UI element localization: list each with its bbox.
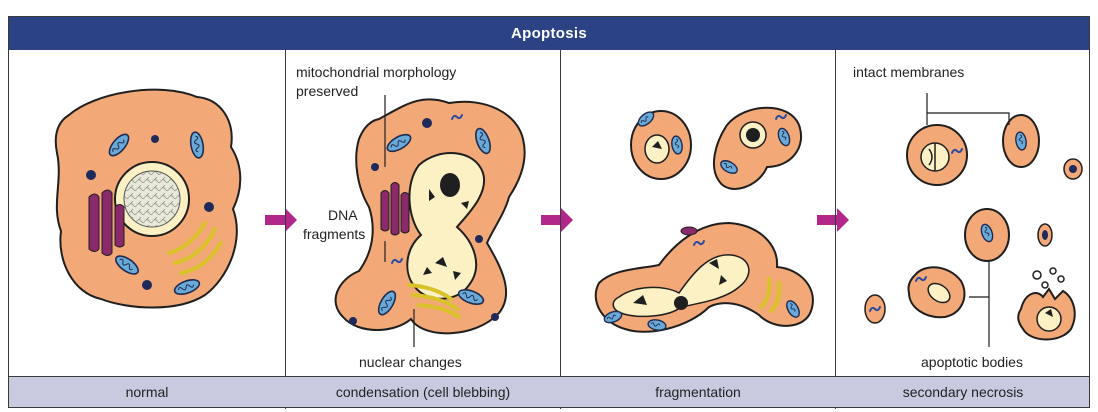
cell-normal xyxy=(56,90,241,308)
panel-divider xyxy=(835,50,836,409)
caption-fragmentation: fragmentation xyxy=(561,377,835,407)
arrow-icon xyxy=(265,208,297,232)
arrow-icon xyxy=(817,208,849,232)
label-dna-line2: fragments xyxy=(303,226,365,242)
apoptosis-figure: Apoptosis xyxy=(8,16,1090,408)
cell-secondary-necrosis xyxy=(865,93,1082,347)
panel-divider xyxy=(560,50,561,409)
cell-fragmentation xyxy=(596,108,813,332)
label-dna-line1: DNA xyxy=(328,207,358,223)
caption-condensation: condensation (cell blebbing) xyxy=(286,377,560,407)
cell-condensation xyxy=(336,95,525,347)
panel-divider xyxy=(285,50,286,409)
arrow-icon xyxy=(541,208,573,232)
label-mitochondrial-line1: mitochondrial morphology xyxy=(296,64,456,80)
caption-secondary-necrosis: secondary necrosis xyxy=(836,377,1090,407)
caption-normal: normal xyxy=(9,377,285,407)
label-apoptotic-bodies: apoptotic bodies xyxy=(921,354,1023,370)
label-intact-membranes: intact membranes xyxy=(853,64,964,80)
label-nuclear-changes: nuclear changes xyxy=(359,354,462,370)
diagram-canvas: mitochondrial morphology preserved DNA f… xyxy=(9,17,1091,409)
label-mitochondrial-line2: preserved xyxy=(296,83,358,99)
